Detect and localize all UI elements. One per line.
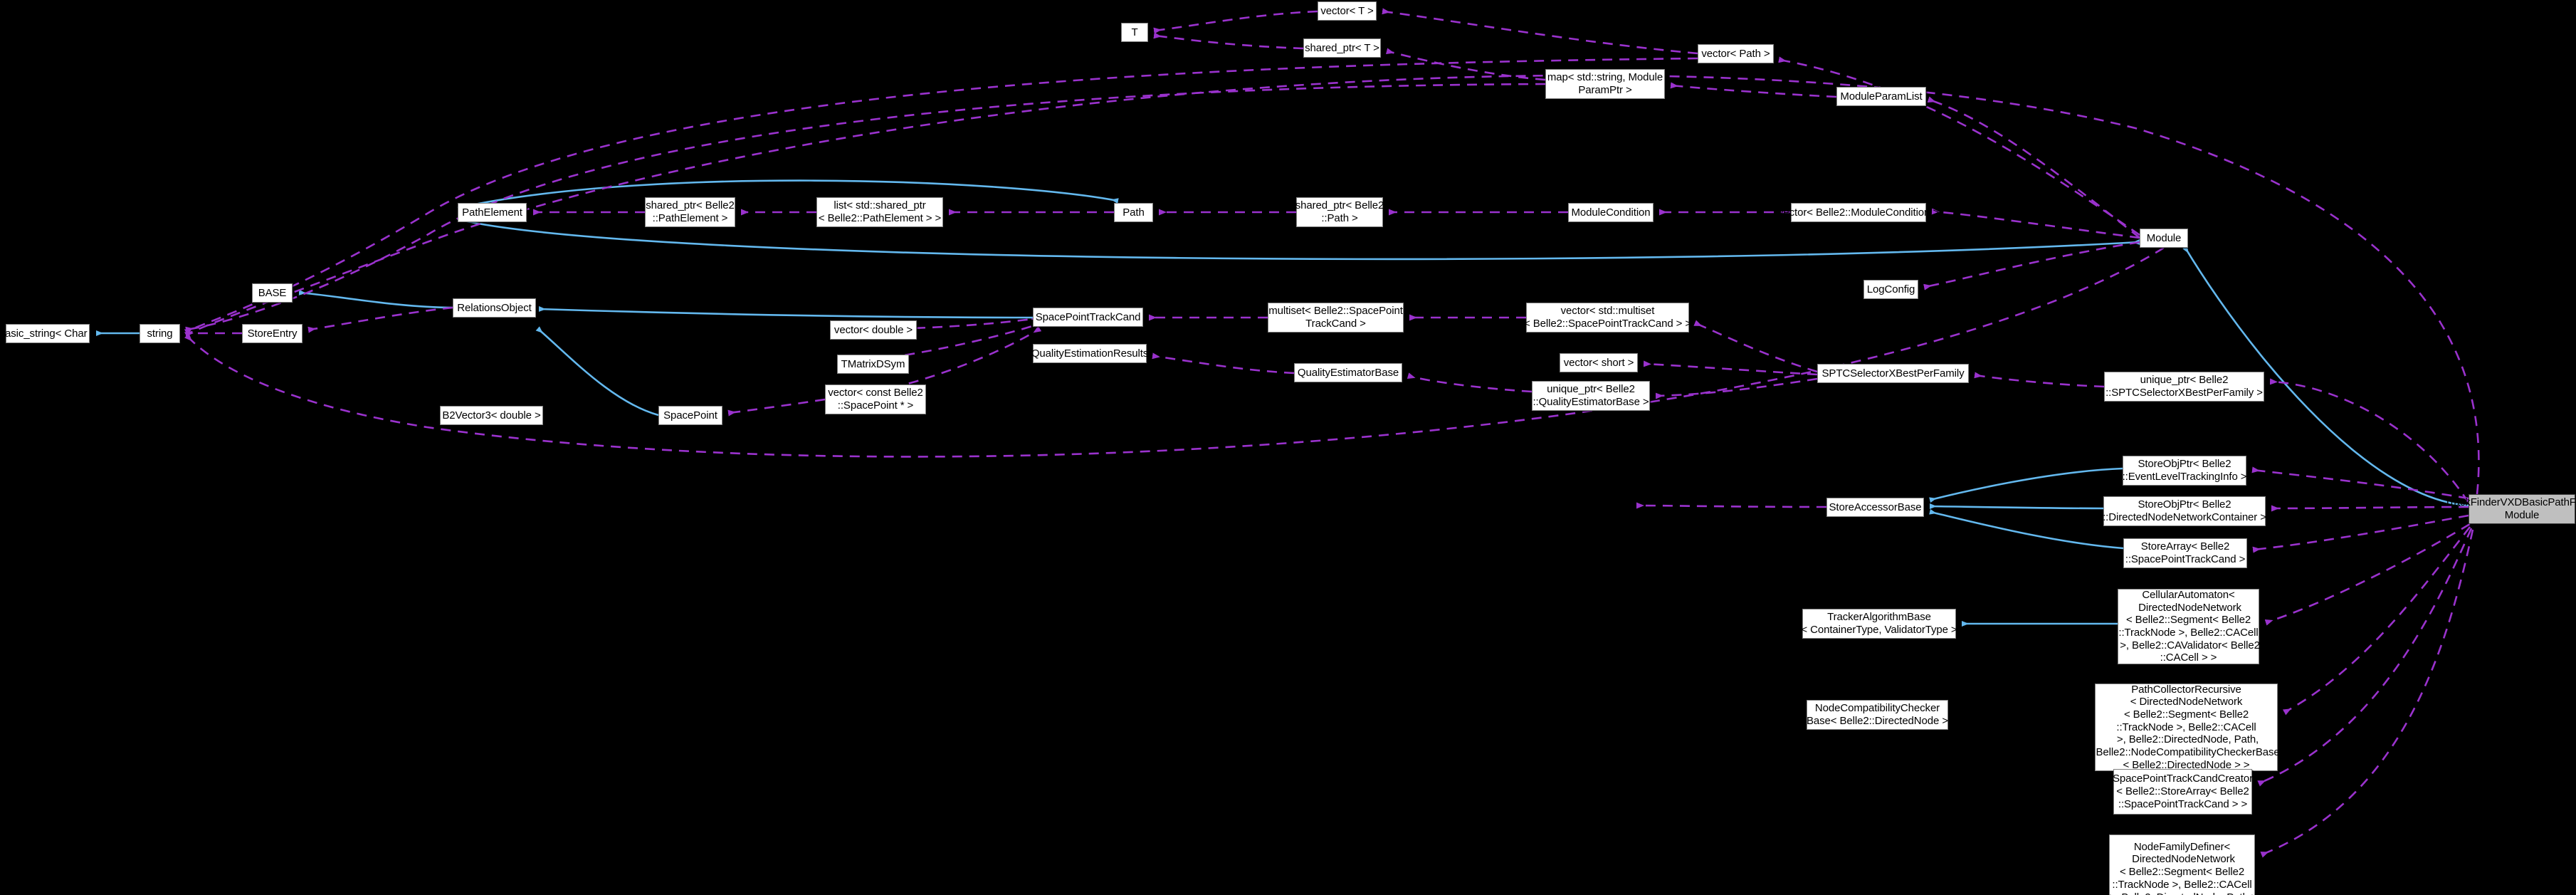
- class-node-label: TrackerAlgorithmBase < ContainerType, Va…: [1801, 611, 1957, 636]
- class-node-label: Path: [1123, 206, 1145, 219]
- class-node-label: SpacePoint: [663, 409, 717, 422]
- class-node-label: B2Vector3< double >: [442, 409, 541, 422]
- class-node-vector_const_SpacePoint[interactable]: vector< const Belle2 ::SpacePoint * >: [825, 384, 926, 414]
- class-node-unique_ptr_QEB[interactable]: unique_ptr< Belle2 ::QualityEstimatorBas…: [1532, 381, 1650, 411]
- class-node-multiset_SPTC[interactable]: multiset< Belle2::SpacePoint TrackCand >: [1268, 303, 1404, 333]
- class-node-label: StoreObjPtr< Belle2 ::DirectedNodeNetwor…: [2103, 498, 2266, 523]
- class-node-StoreObjPtr_ELTI[interactable]: StoreObjPtr< Belle2 ::EventLevelTracking…: [2122, 456, 2247, 486]
- class-node-label: NodeFamilyDefiner< DirectedNodeNetwork <…: [2110, 840, 2258, 895]
- class-node-label: shared_ptr< T >: [1305, 41, 1379, 54]
- class-node-label: vector< Path >: [1701, 47, 1770, 60]
- class-node-label: PathElement: [462, 206, 522, 219]
- class-node-vector_double[interactable]: vector< double >: [830, 320, 917, 340]
- class-node-label: BASE: [258, 286, 287, 299]
- class-node-label: TrackFinderVXDBasicPathFinder Module: [2444, 496, 2576, 521]
- inheritance-edges: [96, 179, 2469, 627]
- class-node-Path[interactable]: Path: [1114, 203, 1153, 222]
- class-node-vector_multiset_SPTC[interactable]: vector< std::multiset < Belle2::SpacePoi…: [1523, 303, 1692, 333]
- class-node-label: PathCollectorRecursive < DirectedNodeNet…: [2096, 683, 2280, 771]
- class-node-label: basic_string< Char >: [0, 327, 97, 340]
- class-node-shared_ptr_Path[interactable]: shared_ptr< Belle2 ::Path >: [1295, 197, 1384, 227]
- class-node-StoreAccessorBase[interactable]: StoreAccessorBase: [1826, 498, 1924, 517]
- class-node-SpacePointTrackCand[interactable]: SpacePointTrackCand: [1033, 308, 1143, 327]
- class-node-label: vector< double >: [834, 323, 913, 336]
- class-node-vector_T[interactable]: vector< T >: [1318, 1, 1377, 21]
- class-node-PathCollectorRecursive[interactable]: PathCollectorRecursive < DirectedNodeNet…: [2095, 683, 2280, 771]
- class-node-label: unique_ptr< Belle2 ::QualityEstimatorBas…: [1533, 383, 1649, 408]
- class-node-label: ModuleCondition: [1571, 206, 1651, 219]
- class-node-label: RelationsObject: [457, 301, 532, 314]
- class-node-PathElement[interactable]: PathElement: [458, 203, 527, 222]
- class-node-label: multiset< Belle2::SpacePoint TrackCand >: [1268, 305, 1403, 330]
- class-node-Module[interactable]: Module: [2140, 229, 2188, 248]
- class-node-ModuleCondition[interactable]: ModuleCondition: [1568, 203, 1654, 222]
- class-node-ModuleParamList[interactable]: ModuleParamList: [1836, 87, 1926, 106]
- class-node-vector_Path[interactable]: vector< Path >: [1698, 44, 1774, 63]
- class-node-T[interactable]: T: [1121, 23, 1148, 42]
- class-node-label: string: [147, 327, 173, 340]
- class-node-label: NodeCompatibilityChecker Base< Belle2::D…: [1807, 702, 1948, 727]
- class-node-vector_short[interactable]: vector< short >: [1560, 353, 1638, 372]
- class-node-basic_string[interactable]: basic_string< Char >: [0, 324, 96, 343]
- class-node-shared_ptr_PathElement[interactable]: shared_ptr< Belle2 ::PathElement >: [645, 197, 735, 227]
- class-node-unique_ptr_SPTCSel[interactable]: unique_ptr< Belle2 ::SPTCSelectorXBestPe…: [2104, 372, 2264, 402]
- class-node-label: StoreArray< Belle2 ::SpacePointTrackCand…: [2125, 540, 2246, 565]
- class-node-vector_ModuleCondition[interactable]: vector< Belle2::ModuleCondition >: [1778, 203, 1939, 222]
- class-node-label: LogConfig: [1866, 283, 1915, 295]
- class-node-label: shared_ptr< Belle2 ::Path >: [1295, 199, 1384, 224]
- class-node-B2Vector3[interactable]: B2Vector3< double >: [440, 406, 543, 425]
- class-node-label: vector< std::multiset < Belle2::SpacePoi…: [1523, 305, 1692, 330]
- class-node-TrackFinderVXDBasicPathFinderModule[interactable]: TrackFinderVXDBasicPathFinder Module: [2444, 494, 2576, 524]
- class-node-label: T: [1131, 26, 1138, 38]
- class-node-label: StoreEntry: [247, 327, 298, 340]
- class-node-label: SpacePointTrackCandCreator < Belle2::Sto…: [2113, 773, 2253, 810]
- class-node-BASE[interactable]: BASE: [252, 283, 293, 303]
- class-node-StoreEntry[interactable]: StoreEntry: [242, 324, 303, 343]
- class-node-label: QualityEstimatorBase: [1297, 366, 1399, 379]
- class-node-label: QualityEstimationResults: [1031, 347, 1149, 360]
- class-node-label: StoreAccessorBase: [1829, 501, 1922, 513]
- class-node-QualityEstimatorBase[interactable]: QualityEstimatorBase: [1294, 363, 1402, 382]
- class-node-label: TMatrixDSym: [841, 357, 905, 370]
- class-node-label: SPTCSelectorXBestPerFamily: [1821, 367, 1965, 380]
- class-node-label: vector< const Belle2 ::SpacePoint * >: [828, 387, 923, 412]
- class-node-label: Module: [2146, 231, 2182, 244]
- class-node-label: map< std::string, Module ParamPtr >: [1547, 71, 1663, 96]
- class-node-NodeFamilyDefiner[interactable]: NodeFamilyDefiner< DirectedNodeNetwork <…: [2109, 834, 2258, 895]
- class-node-label: unique_ptr< Belle2 ::SPTCSelectorXBestPe…: [2106, 374, 2263, 399]
- class-node-NodeCompatibilityCheckerBase[interactable]: NodeCompatibilityChecker Base< Belle2::D…: [1807, 700, 1948, 730]
- class-node-label: CellularAutomaton< DirectedNodeNetwork <…: [2118, 588, 2260, 664]
- class-node-label: vector< Belle2::ModuleCondition >: [1778, 206, 1940, 219]
- class-node-StoreObjPtr_DNNC[interactable]: StoreObjPtr< Belle2 ::DirectedNodeNetwor…: [2103, 496, 2266, 526]
- class-node-label: shared_ptr< Belle2 ::PathElement >: [646, 199, 735, 224]
- class-node-label: StoreObjPtr< Belle2 ::EventLevelTracking…: [2122, 458, 2247, 483]
- class-node-LogConfig[interactable]: LogConfig: [1863, 280, 1918, 299]
- class-node-SPTCSelectorXBestPerFamily[interactable]: SPTCSelectorXBestPerFamily: [1817, 364, 1969, 383]
- class-node-shared_ptr_T[interactable]: shared_ptr< T >: [1303, 38, 1381, 58]
- class-node-list_shared_ptr[interactable]: list< std::shared_ptr < Belle2::PathElem…: [816, 197, 943, 227]
- class-node-map_string_ModuleParamPtr[interactable]: map< std::string, Module ParamPtr >: [1545, 69, 1665, 99]
- class-node-label: vector< T >: [1320, 4, 1374, 17]
- class-node-label: vector< short >: [1563, 356, 1634, 369]
- class-node-label: ModuleParamList: [1840, 90, 1923, 103]
- class-node-label: SpacePointTrackCand: [1035, 310, 1141, 323]
- class-node-TrackerAlgorithmBase[interactable]: TrackerAlgorithmBase < ContainerType, Va…: [1801, 609, 1957, 639]
- class-node-SpacePoint[interactable]: SpacePoint: [658, 406, 722, 425]
- class-node-StoreArray_SPTC[interactable]: StoreArray< Belle2 ::SpacePointTrackCand…: [2123, 538, 2247, 568]
- class-node-CellularAutomaton[interactable]: CellularAutomaton< DirectedNodeNetwork <…: [2118, 588, 2260, 664]
- class-node-TMatrixDSym[interactable]: TMatrixDSym: [837, 355, 909, 374]
- class-node-RelationsObject[interactable]: RelationsObject: [453, 298, 536, 318]
- class-node-SpacePointTrackCandCreator[interactable]: SpacePointTrackCandCreator < Belle2::Sto…: [2113, 769, 2253, 815]
- class-node-string[interactable]: string: [140, 324, 180, 343]
- class-node-label: list< std::shared_ptr < Belle2::PathElem…: [818, 199, 942, 224]
- class-node-QualityEstimationResults[interactable]: QualityEstimationResults: [1031, 344, 1149, 363]
